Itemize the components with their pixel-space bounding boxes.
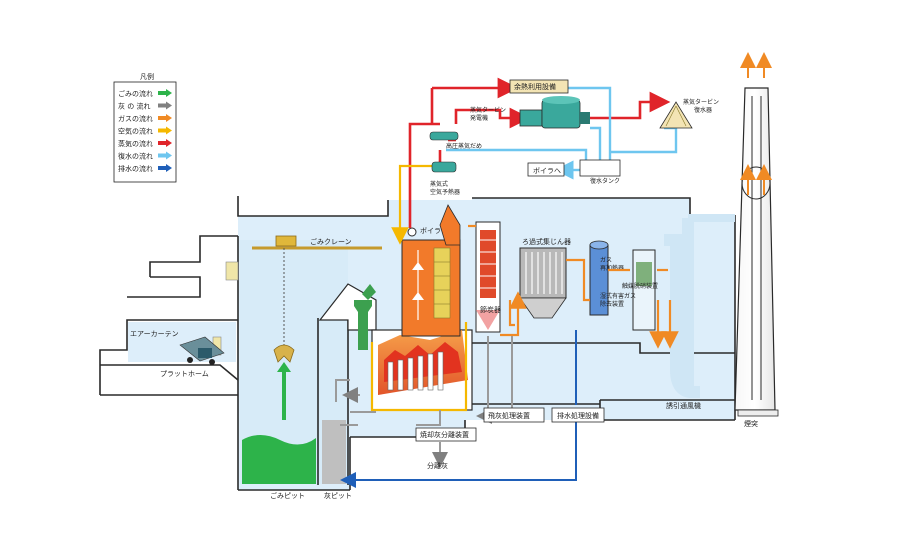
legend-item: 空気の流れ (118, 126, 172, 136)
economizer: 節炭器 (475, 221, 501, 333)
platform-label: プラットホーム (160, 370, 209, 378)
turbine-gen-label-2: 発電機 (470, 114, 488, 122)
legend-arrow-icon (166, 151, 172, 160)
boiler-drum-icon (407, 227, 417, 237)
legend-item-label: ごみの流れ (118, 89, 153, 98)
drain-facility-box: 排水処理設備 (551, 407, 605, 423)
turbine-condenser: 蒸気タービン 復水器 (659, 98, 719, 129)
legend-item-label: 蒸気の流れ (118, 139, 153, 148)
bag-filter: ろ過式集じん器 (519, 237, 571, 319)
ash-separator-box: 焼却灰分離装置 (415, 427, 477, 442)
denox-label: 触媒脱硝装置 (622, 282, 658, 290)
legend-arrow-icon (166, 139, 172, 147)
excess-heat-facility: 余熱利用設備 (509, 79, 569, 94)
legend-arrow-icon (166, 89, 172, 97)
separated-ash-label: 分離灰 (427, 461, 448, 470)
boiler-label: ボイラ (420, 227, 441, 235)
reheater-label-2: 再加熱器 (600, 264, 624, 272)
ash-sep-label: 焼却灰分離装置 (420, 430, 469, 439)
condenser-label-2: 復水器 (694, 106, 712, 114)
legend-title: 凡例 (140, 72, 154, 81)
legend-item: 蒸気の流れ (118, 139, 172, 148)
furnace: 焼却炉 (371, 329, 473, 411)
legend-arrow-icon (166, 101, 172, 110)
reheater-label-1: ガス (600, 256, 612, 264)
boiler: ボイラ (401, 204, 461, 337)
legend-arrow-icon (166, 114, 172, 122)
legend-item: ごみの流れ (118, 89, 172, 98)
turbine-gen-label-1: 蒸気タービン (470, 106, 506, 114)
induced-fan (664, 214, 735, 398)
legend-item: 復水の流れ (118, 151, 172, 161)
hopper (318, 283, 377, 350)
legend-item-label: 空気の流れ (118, 127, 153, 136)
turbine-generator: 蒸気タービン 発電機 (470, 96, 590, 129)
legend-item-label: 灰 の 流れ (118, 102, 150, 111)
legend-arrow-icon (166, 164, 172, 172)
legend-arrow-icon (166, 126, 172, 135)
induced-fan-label: 誘引通風機 (666, 401, 701, 410)
denox: 触媒脱硝装置 湿式有害ガス 除去装置 (600, 249, 658, 331)
drain-flow (340, 330, 577, 488)
hp-header-label: 高圧蒸気だめ (446, 142, 482, 150)
to-boiler: ボイラへ (527, 162, 565, 177)
stack-label: 煙突 (744, 419, 758, 428)
legend-item: ガスの流れ (118, 114, 172, 123)
stack: 煙突 (734, 52, 779, 428)
reheater: ガス 再加熱器 (589, 240, 624, 316)
gas-flow (468, 224, 679, 349)
ash-collect-box: 飛灰処理装置 (483, 407, 545, 423)
waste-pit-label: ごみピット (270, 491, 305, 500)
hp-steam-header: 高圧蒸気だめ (429, 131, 482, 150)
bag-filter-label: ろ過式集じん器 (522, 237, 571, 246)
air-heater-label-1: 蒸気式 (430, 180, 448, 188)
condensate-tank-label: 復水タンク (590, 177, 620, 185)
scrubber-label-2: 除去装置 (600, 300, 624, 308)
condenser-label-1: 蒸気タービン (683, 98, 719, 106)
air-flow (370, 164, 468, 412)
air-curtain-label: エアーカーテン (130, 330, 179, 338)
crane-grab-icon (273, 344, 295, 363)
scrubber-label-1: 湿式有害ガス (600, 292, 636, 300)
excess-heat-label: 余熱利用設備 (514, 82, 556, 91)
crane-label: ごみクレーン (310, 237, 352, 246)
economizer-label: 節炭器 (480, 305, 501, 314)
condensate-tank: 復水タンク (579, 159, 621, 185)
legend-item-label: ガスの流れ (118, 114, 153, 123)
ash-pit-label: 灰ピット (324, 491, 352, 500)
to-boiler-label: ボイラへ (533, 167, 561, 175)
steam-air-preheater: 蒸気式 空気予熱器 (430, 161, 460, 196)
legend-item-label: 排水の流れ (118, 164, 153, 173)
legend-item: 排水の流れ (118, 164, 172, 173)
legend-item-label: 復水の流れ (118, 152, 153, 161)
legend-item: 灰 の 流れ (118, 101, 172, 111)
crane-trolley-icon (275, 235, 297, 247)
air-heater-label-2: 空気予熱器 (430, 188, 460, 196)
platform-area (128, 261, 239, 365)
drain-facility-label: 排水処理設備 (557, 411, 599, 420)
garbage-truck-icon (179, 336, 225, 365)
ash-collect-label: 飛灰処理装置 (488, 411, 530, 420)
